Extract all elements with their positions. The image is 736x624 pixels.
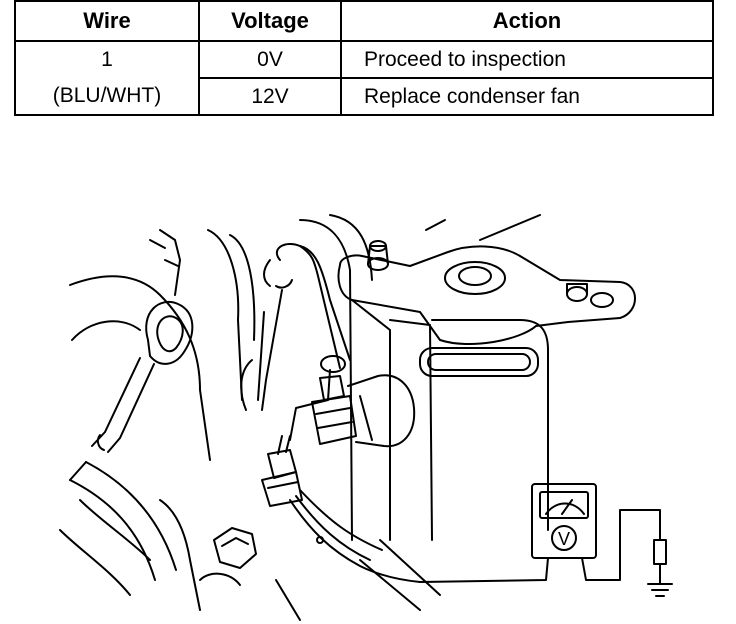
engine-bay-left-outline — [60, 230, 254, 610]
voltmeter: V — [532, 484, 596, 558]
hex-bolt — [200, 528, 256, 585]
fan-mounting-bracket — [339, 241, 636, 344]
voltage-check-table: Wire Voltage Action 1 (BLU/WHT) 0V Proce… — [14, 0, 714, 116]
header-wire: Wire — [14, 0, 200, 42]
ground-icon — [648, 584, 672, 596]
voltage-cell: 12V — [198, 77, 342, 116]
action-cell: Proceed to inspection — [340, 40, 714, 79]
coolant-hose — [70, 462, 176, 580]
voltage-cell: 0V — [198, 40, 342, 79]
condenser-fan-connector-diagram: V — [0, 200, 736, 624]
voltmeter-dial — [552, 526, 576, 550]
action-cell: Replace condenser fan — [340, 77, 714, 116]
meter-lead-wires — [420, 510, 660, 582]
fan-motor-connector — [312, 375, 414, 446]
wire-cell: 1 (BLU/WHT) — [14, 40, 200, 116]
table-row: 1 (BLU/WHT) 0V Proceed to inspection — [14, 40, 714, 116]
header-voltage: Voltage — [198, 0, 342, 42]
radiator-shroud — [276, 215, 548, 620]
table-row: 12V Replace condenser fan — [15, 77, 714, 116]
test-connector — [262, 436, 302, 506]
ground-probe — [654, 540, 666, 584]
table-header-row: Wire Voltage Action — [14, 0, 714, 42]
wire-number: 1 — [101, 48, 113, 71]
header-action: Action — [340, 0, 714, 42]
shroud-slot — [420, 348, 538, 376]
voltmeter-symbol: V — [558, 529, 570, 549]
lift-hook — [92, 302, 192, 452]
wire-harness — [258, 244, 350, 440]
wire-color: (BLU/WHT) — [52, 84, 162, 107]
probe-lead — [290, 490, 420, 582]
